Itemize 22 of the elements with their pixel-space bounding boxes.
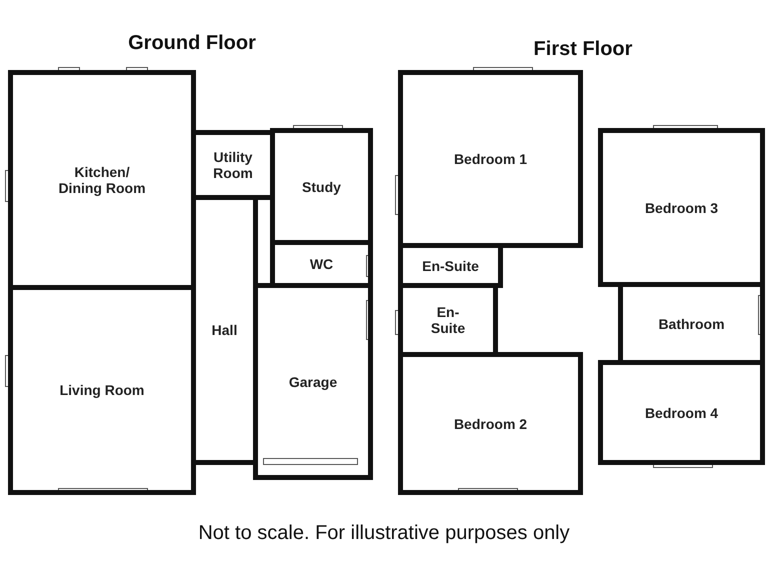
room-label: Bedroom 4 — [644, 404, 718, 420]
room-label: Bedroom 2 — [454, 416, 528, 432]
room-label: Garage — [288, 374, 338, 390]
caption: Not to scale. For illustrative purposes only — [197, 522, 571, 545]
room-outline — [398, 352, 583, 495]
room-label: Bathroom — [658, 316, 725, 332]
floor-heading: Ground Floor — [127, 32, 257, 55]
room-outline — [598, 360, 765, 465]
room-label: En-Suite — [422, 258, 479, 274]
room-label: Bedroom 3 — [644, 200, 718, 216]
floor-heading: First Floor — [532, 38, 634, 61]
room-label: En-Suite — [430, 304, 466, 336]
room-label: Study — [302, 178, 341, 194]
room-label: WC — [310, 256, 334, 272]
room-outline — [598, 128, 765, 287]
room-label: Bedroom 1 — [454, 151, 528, 167]
room-label: Hall — [212, 322, 238, 338]
room-label: Living Room — [60, 382, 144, 398]
room-outline — [398, 70, 583, 248]
room-label: Utility Room — [212, 149, 254, 181]
room-outline — [253, 283, 373, 480]
room-label: Kitchen/ Dining Room — [57, 164, 147, 196]
